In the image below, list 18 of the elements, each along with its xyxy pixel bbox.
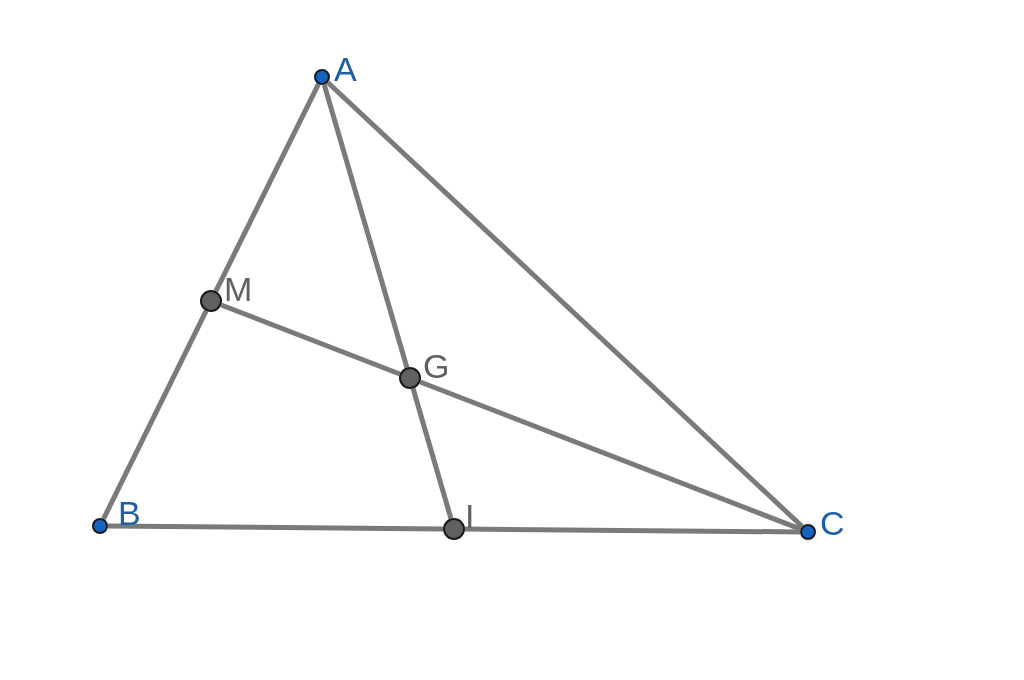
point-marker [443, 518, 465, 540]
point-marker [200, 290, 222, 312]
line-segment [213, 83, 321, 293]
line-segment [326, 80, 804, 529]
point-marker [800, 524, 816, 540]
point-label: G [423, 349, 450, 383]
point-label: I [465, 499, 475, 533]
point-marker [92, 518, 108, 534]
line-segment [321, 83, 410, 369]
point-label: C [820, 506, 845, 540]
point-marker [399, 367, 421, 389]
point-label: A [334, 52, 357, 86]
point-label: B [118, 496, 141, 530]
line-segment [107, 523, 444, 532]
point-marker [314, 69, 330, 85]
point-label: M [224, 272, 253, 306]
line-segment [464, 526, 801, 535]
line-segment [410, 387, 454, 520]
